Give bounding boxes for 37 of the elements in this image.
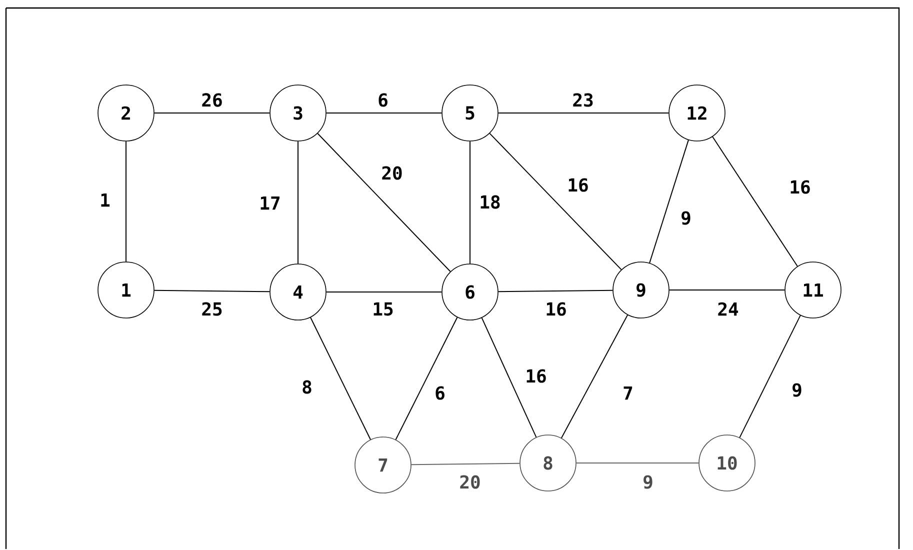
edge-line: [310, 317, 371, 440]
edge-label: 23: [571, 92, 595, 108]
edge-line: [498, 112, 670, 114]
edge-line: [395, 316, 458, 440]
edge-line: [712, 136, 798, 267]
edge-label: 1: [98, 192, 112, 208]
edge-label: 6: [434, 385, 446, 401]
edge-label: 26: [200, 92, 224, 108]
edge-label: 16: [788, 179, 812, 195]
edge-label: 25: [200, 301, 224, 317]
edge-label: 24: [716, 301, 740, 317]
edge-label: 15: [371, 301, 395, 317]
edge-label: 20: [458, 474, 482, 490]
edge-line: [154, 112, 270, 114]
edge-label: 16: [566, 177, 590, 193]
edge-line: [410, 462, 520, 466]
edge-label: 9: [680, 210, 692, 226]
edge-label: 8: [300, 379, 314, 395]
edge-label: 17: [258, 195, 282, 211]
edge-line: [649, 140, 689, 264]
edge-label: 20: [380, 165, 404, 181]
edge-label: 6: [376, 92, 390, 108]
edge-label: 9: [790, 382, 804, 398]
edge-label: 7: [622, 385, 634, 401]
edge-line: [317, 132, 451, 272]
edge-line: [154, 290, 270, 292]
edge-line: [560, 314, 628, 438]
edge-line: [326, 112, 442, 114]
edge-label: 16: [544, 301, 568, 317]
edge-line: [481, 317, 537, 438]
edge-line: [489, 132, 622, 270]
edge-label: 16: [524, 368, 548, 384]
edge-line: [576, 462, 700, 464]
edge-line: [498, 290, 614, 292]
edge-label: 18: [478, 194, 502, 210]
edge-line: [739, 314, 801, 438]
edge-label: 9: [642, 474, 654, 490]
